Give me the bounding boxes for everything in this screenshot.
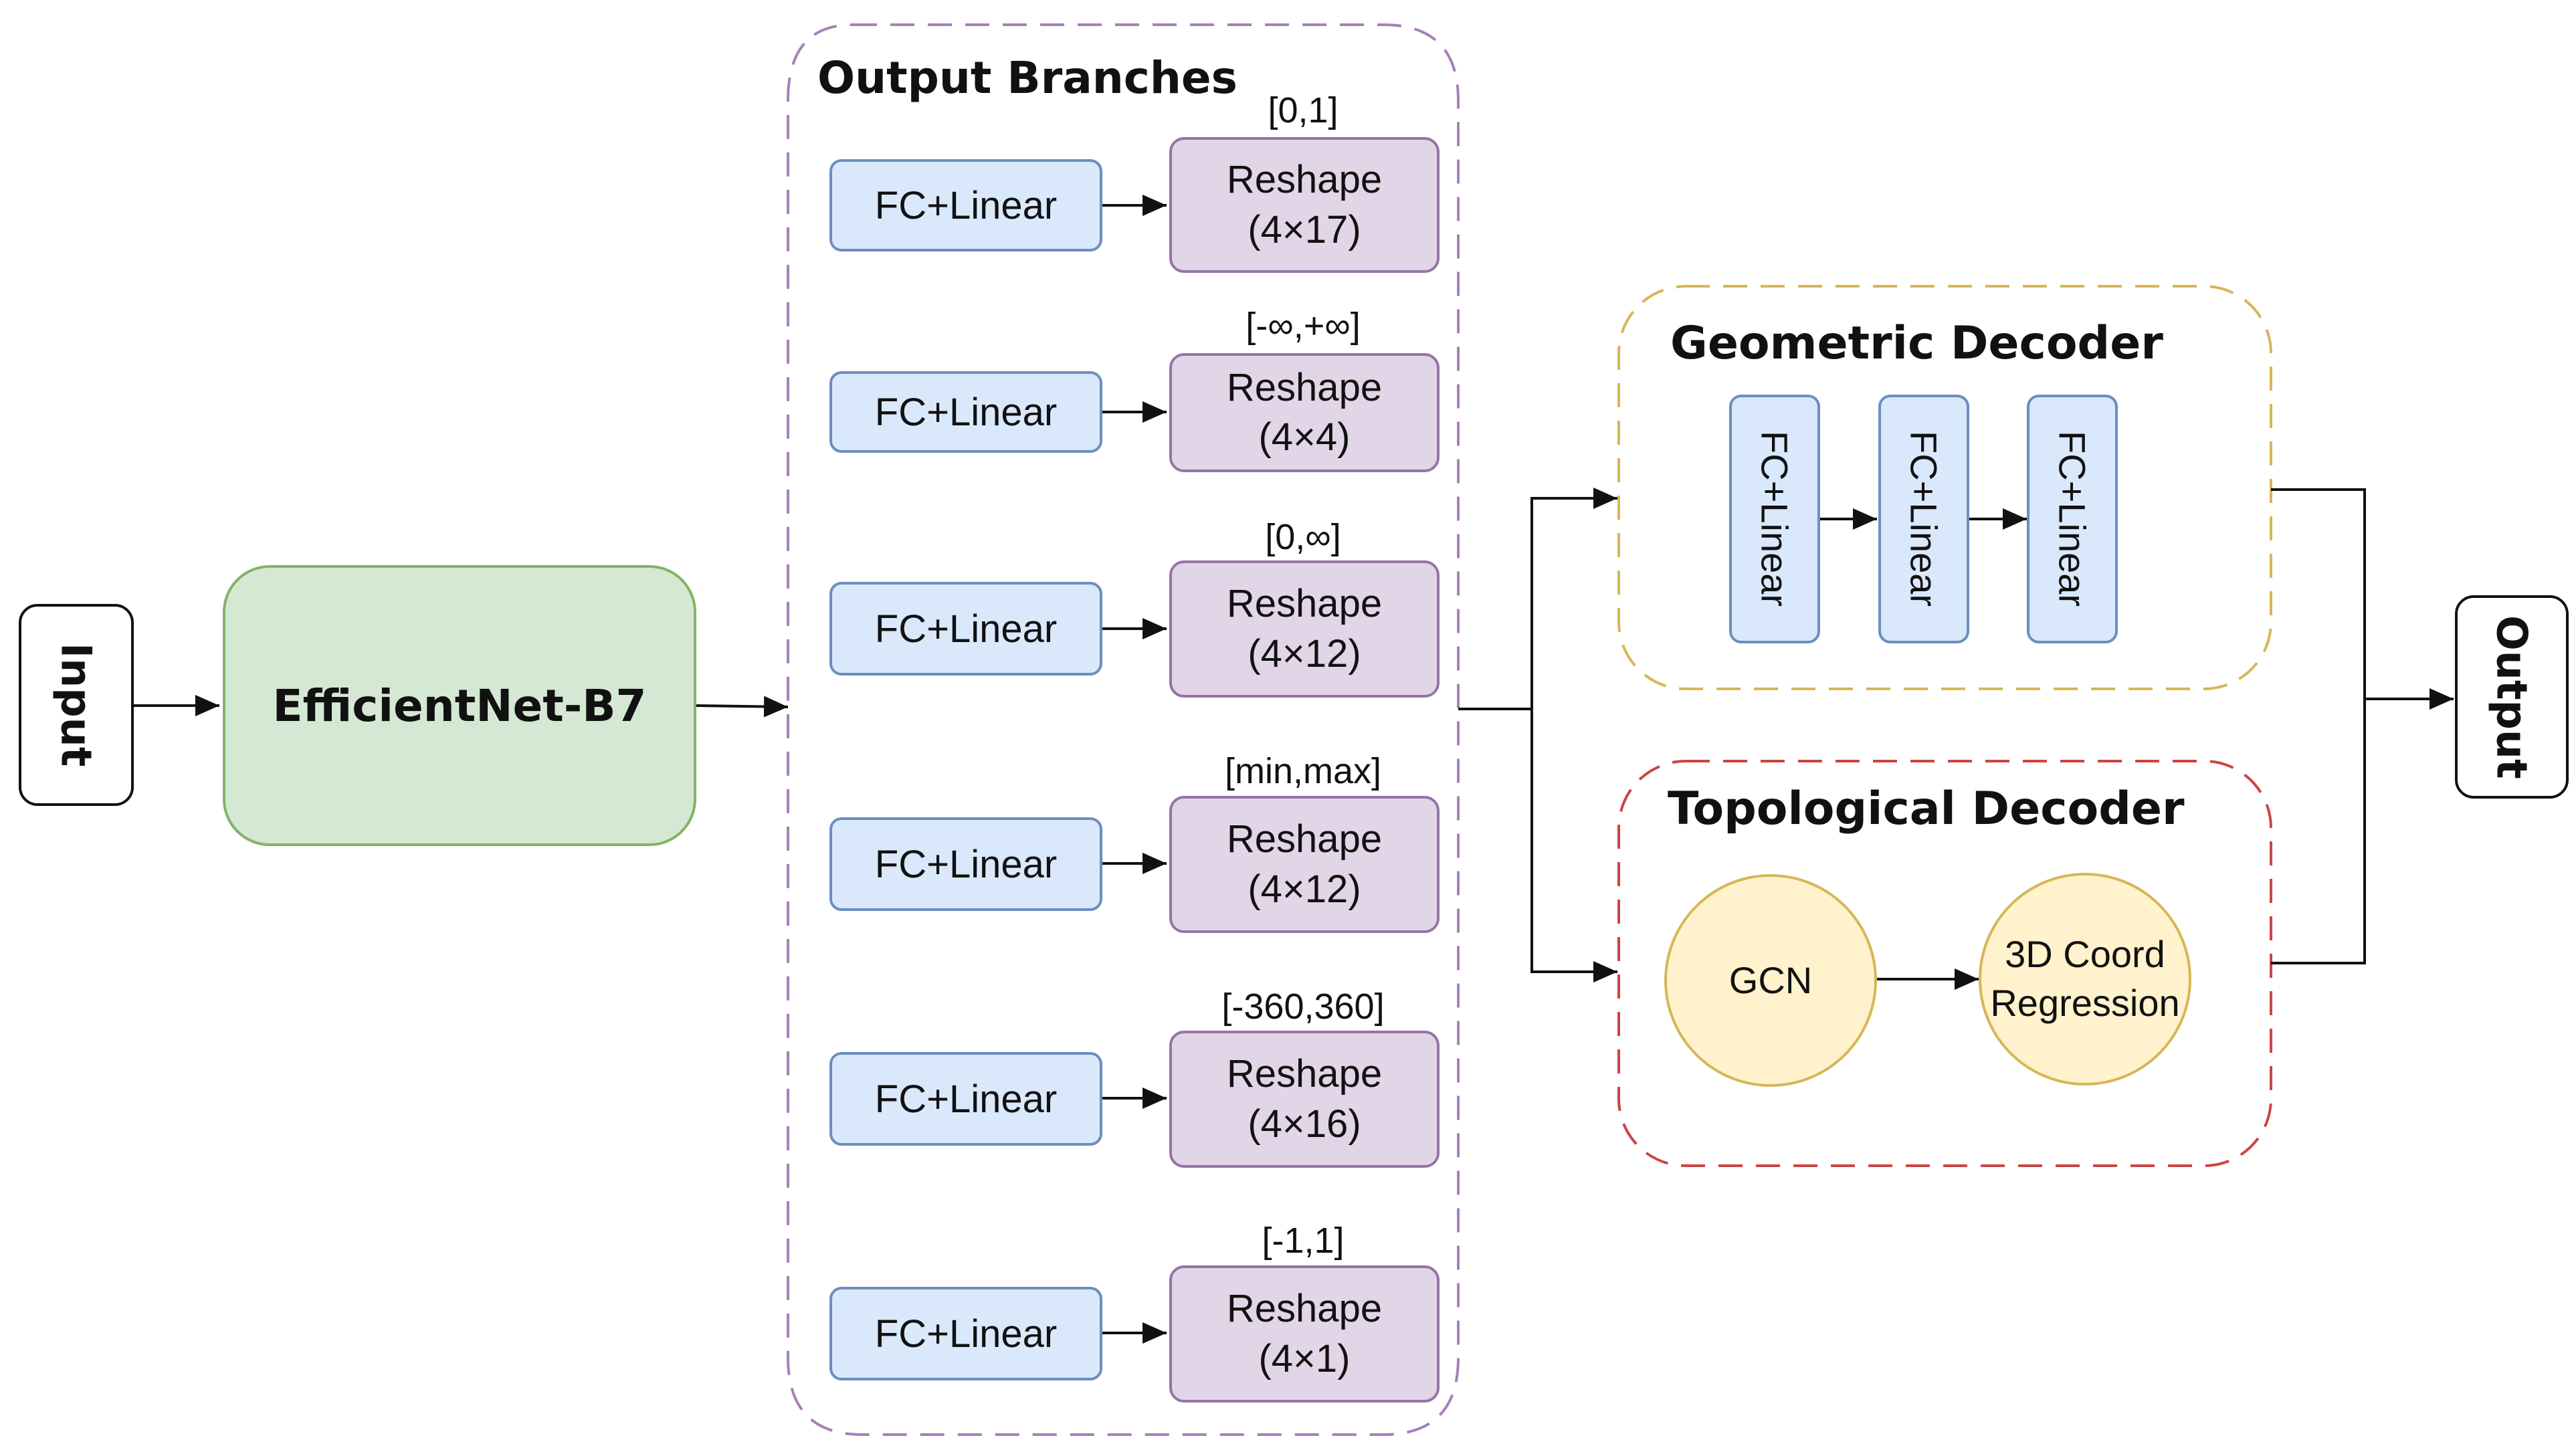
branch-2-reshape: Reshape (4×4) [1169,353,1440,472]
branch-4-fc-linear: FC+Linear [829,817,1102,911]
branch-1-range: [0,1] [1268,90,1339,130]
branch-4-reshape-label: Reshape [1226,817,1383,861]
branch-6-reshape-label: Reshape [1226,1287,1383,1331]
branch-3-reshape-shape: (4×12) [1248,631,1361,676]
output-label: Output [2487,615,2537,779]
geometric-decoder-fc-2: FC+Linear [1878,395,1969,643]
branch-4-reshape-shape: (4×12) [1248,867,1361,911]
branch-3-reshape-label: Reshape [1226,582,1383,626]
geometric-decoder-fc-3-label: FC+Linear [2051,431,2094,607]
gcn-label: GCN [1728,958,1813,1001]
branch-6-reshape-shape: (4×1) [1258,1336,1351,1380]
branch-6-range: [-1,1] [1262,1221,1345,1261]
branch-3-reshape: Reshape (4×12) [1169,560,1440,698]
branch-3-range: [0,∞] [1265,517,1341,557]
topological-decoder-title: Topological Decoder [1668,783,2185,835]
branch-5-reshape: Reshape (4×16) [1169,1031,1440,1168]
branch-5-range: [-360,360] [1221,987,1385,1027]
connector-topological-to-output [2271,699,2366,964]
branch-2-reshape-shape: (4×4) [1258,415,1351,459]
branch-4-range: [min,max] [1224,751,1382,791]
backbone-label: EfficientNet-B7 [272,680,647,732]
coord-regression-label-line2: Regression [1990,982,2180,1024]
branch-1-reshape-shape: (4×17) [1248,207,1361,251]
arrow-backbone-to-branches [695,696,789,718]
input-label: Input [52,643,101,767]
input-node: Input [19,604,134,806]
gcn-node: GCN [1664,874,1877,1087]
branch-4-reshape: Reshape (4×12) [1169,796,1440,933]
branch-1-reshape: Reshape (4×17) [1169,137,1440,273]
branch-1-reshape-label: Reshape [1226,158,1383,202]
geometric-decoder-fc-1-label: FC+Linear [1753,431,1796,607]
branch-2-fc-linear: FC+Linear [829,371,1102,453]
output-branches-title: Output Branches [817,52,1237,104]
geometric-decoder-group-outline [1617,285,2272,690]
output-node: Output [2455,595,2569,799]
branch-2-reshape-label: Reshape [1226,365,1383,409]
output-branches-group-outline [787,23,1460,1436]
geometric-decoder-fc-1: FC+Linear [1729,395,1820,643]
connector-geometric-to-output [2271,488,2366,699]
efficientnet-backbone-node: EfficientNet-B7 [223,565,696,846]
geometric-decoder-fc-2-label: FC+Linear [1902,431,1945,607]
geometric-decoder-fc-3: FC+Linear [2027,395,2118,643]
geometric-decoder-title: Geometric Decoder [1670,317,2163,370]
branch-6-reshape: Reshape (4×1) [1169,1265,1440,1403]
coord-regression-node: 3D Coord Regression [1979,873,2191,1085]
branch-2-range: [-∞,+∞] [1246,306,1361,346]
arrow-to-geometric-decoder [1530,488,1617,709]
branch-5-reshape-label: Reshape [1226,1052,1383,1096]
branch-3-fc-linear: FC+Linear [829,582,1102,676]
branch-5-reshape-shape: (4×16) [1248,1102,1361,1146]
branch-5-fc-linear: FC+Linear [829,1052,1102,1146]
coord-regression-label-line1: 3D Coord [2005,933,2165,976]
branch-1-fc-linear: FC+Linear [829,159,1102,251]
arrow-to-topological-decoder [1530,709,1617,982]
branch-6-fc-linear: FC+Linear [829,1287,1102,1380]
